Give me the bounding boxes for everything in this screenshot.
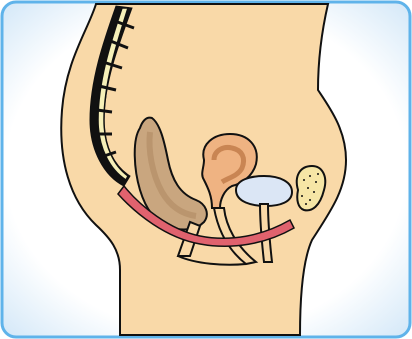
bladder	[236, 176, 292, 206]
